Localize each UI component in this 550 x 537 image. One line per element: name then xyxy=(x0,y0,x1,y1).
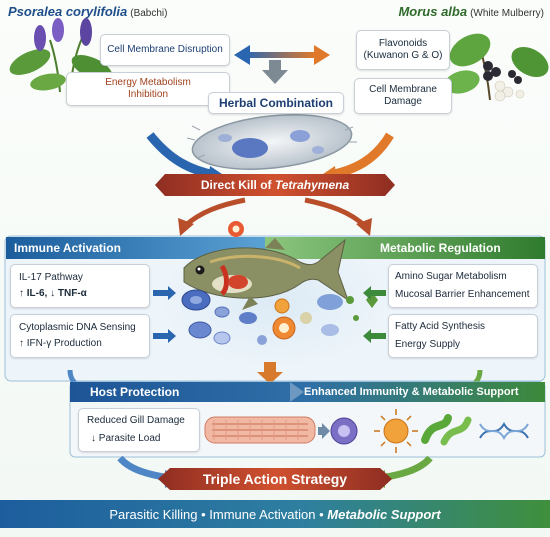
amino-sugar-label: Amino Sugar Metabolism xyxy=(395,271,507,282)
direct-kill-ribbon xyxy=(155,174,395,196)
mechanism-cell-membrane-disruption: Cell Membrane Disruption xyxy=(100,34,230,66)
triple-action-text: Triple Action Strategy xyxy=(202,471,348,487)
gill-tissue-icon xyxy=(204,416,316,444)
mulberry-plant-icon xyxy=(444,33,549,102)
triple-action-ribbon xyxy=(158,468,392,490)
immune-cells-icon xyxy=(181,289,343,345)
cytokine-markers-label: ↑ IL-6, ↓ TNF-α xyxy=(19,287,87,299)
metabolism-box-2: Fatty Acid Synthesis Energy Supply xyxy=(388,314,538,358)
morus-species-name: Morus alba xyxy=(398,4,468,19)
mechanism-label: Energy Metabolism Inhibition xyxy=(105,76,191,101)
enhanced-support-header: Enhanced Immunity & Metabolic Support xyxy=(304,382,519,402)
pathogen-icon xyxy=(228,221,244,237)
direct-kill-target: Tetrahymena xyxy=(274,178,350,192)
psoralea-title: Psoralea corylifolia(Babchi) xyxy=(8,4,167,19)
psoralea-common-name: (Babchi) xyxy=(130,8,168,19)
tetrahymena-cell-icon xyxy=(186,114,357,170)
strategy-summary: Parasitic Killing • Immune Activation • … xyxy=(0,500,550,528)
metabolic-regulation-header: Metabolic Regulation xyxy=(380,237,501,259)
strategy-immune-activation: Immune Activation xyxy=(209,506,316,522)
il17-pathway-label: IL-17 Pathway xyxy=(19,272,83,283)
metabolic-header-text: Metabolic Regulation xyxy=(380,241,501,255)
dna-sensing-label: Cytoplasmic DNA Sensing xyxy=(19,322,136,333)
triple-action-title: Triple Action Strategy xyxy=(170,468,380,490)
mechanism-flavonoids: Flavonoids (Kuwanon G & O) xyxy=(356,30,450,70)
energy-supply-label: Energy Supply xyxy=(395,338,461,350)
intestine-icon xyxy=(421,414,472,446)
strategy-metabolic-support: Metabolic Support xyxy=(327,506,441,522)
direct-kill-banner: Direct Kill of Tetrahymena xyxy=(165,174,385,196)
psoralea-species-name: Psoralea corylifolia xyxy=(8,4,128,19)
morus-title: Morus alba(White Mulberry) xyxy=(398,4,544,19)
cytokine-icon xyxy=(383,418,409,444)
ifn-production-label: ↑ IFN-γ Production xyxy=(19,337,102,349)
mucosal-barrier-label: Mucosal Barrier Enhancement xyxy=(395,288,530,300)
direct-kill-prefix: Direct Kill of xyxy=(200,178,275,192)
mechanism-cell-membrane-damage: Cell Membrane Damage xyxy=(354,78,452,114)
fish-icon xyxy=(183,238,349,310)
strategy-parasitic-killing: Parasitic Killing xyxy=(109,506,198,522)
herbal-combination-text: Herbal Combination xyxy=(218,95,333,110)
dna-sensing-box: Cytoplasmic DNA Sensing ↑ IFN-γ Producti… xyxy=(10,314,150,358)
herbal-combination-label: Herbal Combination xyxy=(208,92,344,114)
host-protection-text: Host Protection xyxy=(90,385,180,399)
metabolism-box-1: Amino Sugar Metabolism Mucosal Barrier E… xyxy=(388,264,538,308)
down-arrow-icon xyxy=(262,60,288,84)
fatty-acid-label: Fatty Acid Synthesis xyxy=(395,321,486,332)
immune-header-text: Immune Activation xyxy=(14,241,121,255)
dna-icon xyxy=(479,421,529,441)
strategy-separator: • xyxy=(197,506,210,522)
strategy-separator: • xyxy=(315,506,328,522)
reduced-gill-damage-label: Reduced Gill Damage xyxy=(87,414,185,426)
mechanism-label: Cell Membrane Damage xyxy=(369,83,437,108)
strategy-band xyxy=(0,500,550,528)
host-protection-header: Host Protection xyxy=(90,382,179,402)
enhanced-support-text: Enhanced Immunity & Metabolic Support xyxy=(304,386,519,398)
il17-pathway-box: IL-17 Pathway ↑ IL-6, ↓ TNF-α xyxy=(10,264,150,308)
immune-activation-header: Immune Activation xyxy=(14,237,121,259)
morus-common-name: (White Mulberry) xyxy=(470,8,544,19)
double-arrow-icon xyxy=(234,45,330,65)
mechanism-label: Cell Membrane Disruption xyxy=(107,43,223,55)
host-protection-box: Reduced Gill Damage ↓ Parasite Load xyxy=(78,408,200,452)
parasite-load-label: ↓ Parasite Load xyxy=(91,433,161,444)
mechanism-label: Flavonoids (Kuwanon G & O) xyxy=(363,37,443,62)
mechanism-energy-metabolism-inhibition: Energy Metabolism Inhibition xyxy=(66,72,230,106)
